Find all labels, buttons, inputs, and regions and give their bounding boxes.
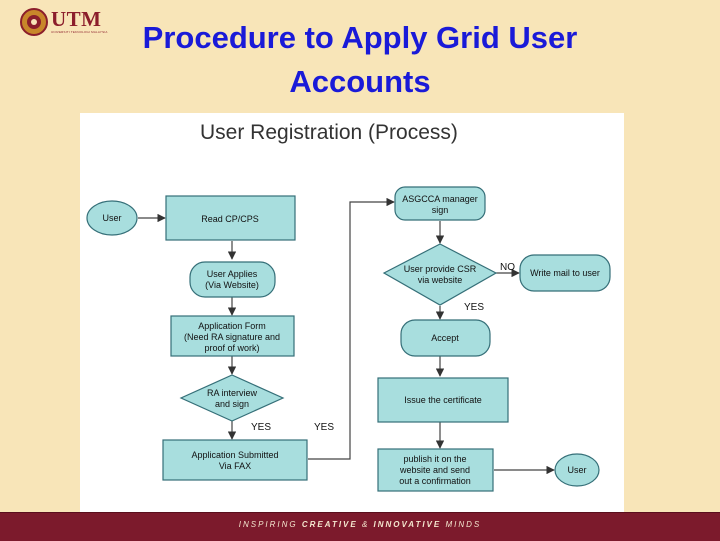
label-application-form-2: (Need RA signature and [184, 332, 280, 342]
label-user-provide-csr-1: User provide CSR [404, 264, 477, 274]
label-publish-3: out a confirmation [399, 476, 471, 486]
label-ra-interview-1: RA interview [207, 388, 258, 398]
node-issue-certificate [377, 377, 509, 423]
tagline-amp: & [357, 520, 374, 529]
label-accept: Accept [431, 333, 459, 343]
node-asgcca-manager [394, 186, 486, 221]
label-asgcca-manager-2: sign [432, 205, 449, 215]
node-ra-interview [179, 374, 285, 422]
label-application-submitted-1: Application Submitted [191, 450, 278, 460]
label-asgcca-manager-1: ASGCCA manager [402, 194, 478, 204]
node-write-mail [519, 254, 611, 292]
label-write-mail: Write mail to user [530, 268, 600, 278]
utm-logo: UTM UNIVERSITI TEKNOLOGI MALAYSIA [20, 8, 108, 36]
node-application-submitted [162, 439, 308, 481]
footer-tagline: INSPIRING CREATIVE & INNOVATIVE MINDS [0, 520, 720, 529]
label-user-applies-2: (Via Website) [205, 280, 259, 290]
edge-label-yes-submit: YES [314, 422, 334, 433]
node-accept [400, 319, 491, 357]
node-user-provide-csr [382, 243, 498, 306]
utm-crest-icon [20, 8, 48, 36]
diagram-heading: User Registration (Process) [200, 121, 458, 144]
label-application-form-3: proof of work) [204, 343, 259, 353]
node-user-applies [189, 261, 276, 298]
node-user-start [86, 200, 138, 236]
label-user-end: User [567, 465, 586, 475]
label-user-applies-1: User Applies [207, 269, 258, 279]
tagline-suffix: MINDS [441, 520, 482, 529]
node-application-form [170, 315, 295, 357]
tagline-prefix: INSPIRING [238, 520, 302, 529]
process-flowchart: User Registration (Process) YES YES NO Y… [80, 113, 624, 512]
edge-label-yes-ra: YES [251, 422, 271, 433]
edge-label-yes-csr: YES [464, 302, 484, 313]
label-user-start: User [102, 213, 121, 223]
title-line-1: Procedure to Apply Grid User [142, 20, 578, 55]
tagline-innovative: INNOVATIVE [373, 520, 442, 529]
label-publish-2: website and send [399, 465, 470, 475]
label-user-provide-csr-2: via website [418, 275, 463, 285]
flow-edges [138, 197, 555, 475]
label-application-form-1: Application Form [198, 321, 266, 331]
node-publish [377, 448, 494, 492]
logo-text: UTM [51, 7, 102, 31]
footer-bar: INSPIRING CREATIVE & INNOVATIVE MINDS [0, 512, 720, 541]
label-application-submitted-2: Via FAX [219, 461, 251, 471]
label-publish-1: publish it on the [403, 454, 466, 464]
node-read-cp [165, 195, 296, 241]
node-user-end [554, 453, 600, 487]
label-issue-certificate: Issue the certificate [404, 395, 482, 405]
edge-label-no: NO [500, 262, 515, 273]
label-ra-interview-2: and sign [215, 399, 249, 409]
label-read-cp: Read CP/CPS [201, 214, 259, 224]
logo-subtext: UNIVERSITI TEKNOLOGI MALAYSIA [51, 30, 108, 34]
page-title: Procedure to Apply Grid User Accounts [100, 16, 620, 104]
title-line-2: Accounts [289, 64, 431, 99]
tagline-creative: CREATIVE [301, 520, 358, 529]
